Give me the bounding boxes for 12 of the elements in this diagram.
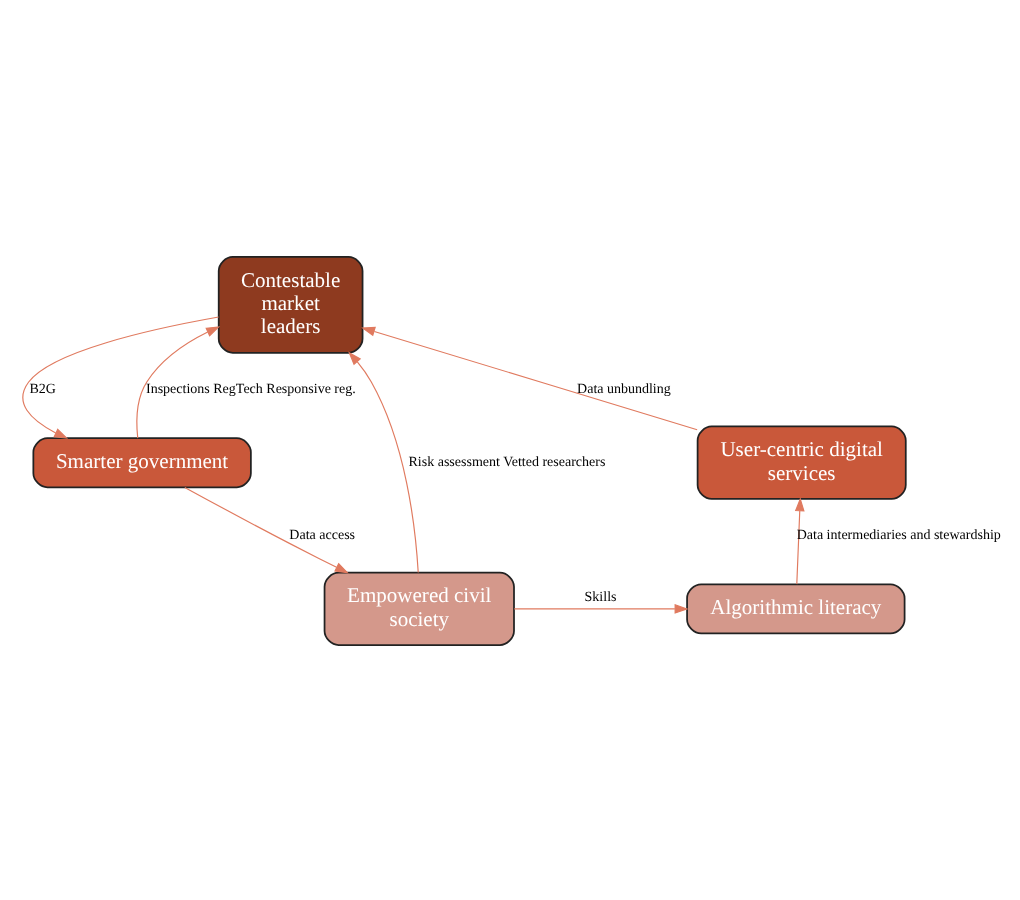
arrow (360, 325, 697, 430)
arrow (135, 325, 220, 438)
node-box: User-centric digital services (695, 424, 906, 499)
node-box: Smarter government (31, 436, 251, 488)
arrow (183, 485, 348, 573)
node-box: Empowered civil society (322, 570, 514, 645)
arrow (347, 350, 418, 573)
arrow (793, 496, 804, 584)
node-box: Algorithmic literacy (685, 582, 905, 634)
node-box: Contestable market leaders (216, 255, 363, 353)
arrow (21, 315, 219, 438)
arrow (512, 602, 688, 613)
